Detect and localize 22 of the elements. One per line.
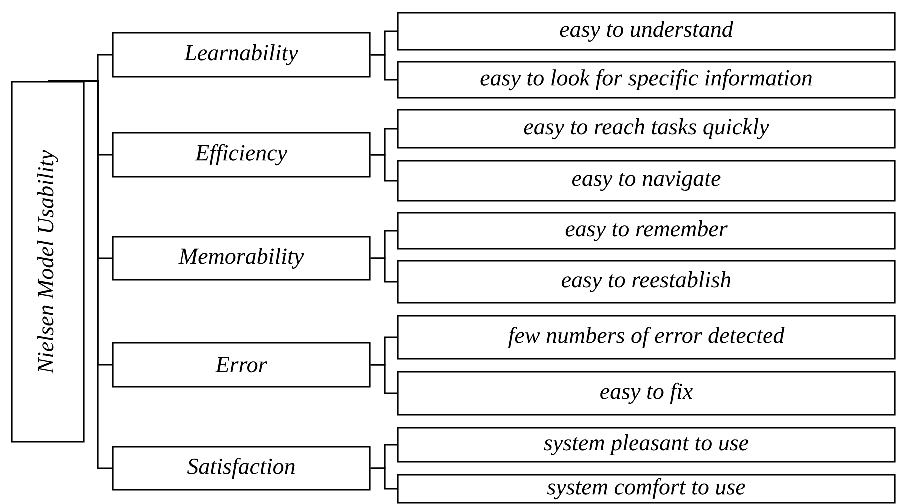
criterion-box: easy to remember (397, 212, 896, 250)
category-box: Memorability (112, 236, 371, 281)
category-box: Efficiency (112, 132, 371, 178)
criterion-box: easy to understand (397, 12, 896, 51)
connector-line (370, 258, 398, 283)
connector-line (370, 54, 398, 81)
criterion-box: easy to reach tasks quickly (397, 109, 896, 149)
connector-line (370, 154, 398, 182)
connector-line (48, 80, 112, 470)
criterion-box: easy to reestablish (397, 260, 896, 304)
category-box: Error (112, 342, 371, 388)
category-box: Satisfaction (112, 446, 371, 491)
criterion-box: easy to look for specific information (397, 61, 896, 99)
category-box: Learnability (112, 32, 371, 78)
criterion-box: system pleasant to use (397, 427, 896, 463)
root-box: Nielsen Model Usability (11, 81, 85, 443)
connector-line (370, 364, 398, 394)
connector-line (370, 468, 398, 490)
criterion-box: few numbers of error detected (397, 315, 896, 360)
criterion-box: system comfort to use (397, 474, 896, 504)
criterion-box: easy to fix (397, 371, 896, 416)
criterion-box: easy to navigate (397, 160, 896, 202)
